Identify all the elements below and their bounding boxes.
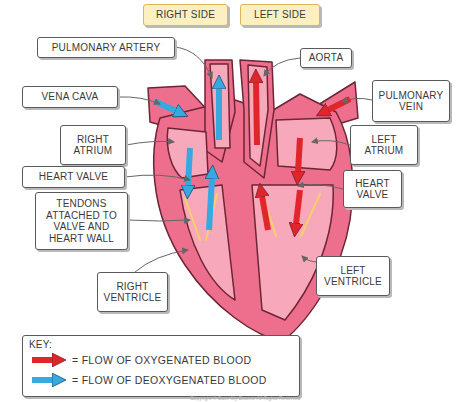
aorta-lumen xyxy=(248,65,268,166)
blood-flow-arrows xyxy=(154,82,350,230)
oxygenated-flow-arrow xyxy=(256,82,257,145)
leader-line xyxy=(312,141,350,145)
leader-line xyxy=(125,175,190,180)
part-label: LEFT ATRIUM xyxy=(354,134,414,157)
label-box: AORTA xyxy=(300,48,352,68)
part-label: HEART VALVE xyxy=(26,171,121,183)
label-box: HEART VALVE xyxy=(343,170,402,208)
oxygenated-flow-arrow xyxy=(262,196,268,230)
label-box: PULMONARY ARTERY xyxy=(37,37,175,58)
label-box: KEY: xyxy=(22,335,300,397)
legend-entry: = FLOW OF DEOXYGENATED BLOOD xyxy=(30,373,267,387)
leader-line xyxy=(175,47,212,78)
aorta-vessel xyxy=(240,60,274,178)
part-label: HEART VALVE xyxy=(347,178,398,201)
left-ventricle-chamber xyxy=(252,185,333,320)
label-box: LEFT SIDE xyxy=(240,4,320,26)
leader-lines xyxy=(118,47,372,272)
left-atrium-chamber xyxy=(276,118,337,170)
part-label: RIGHT ATRIUM xyxy=(64,134,122,157)
deoxygenated-flow-arrow xyxy=(209,178,212,230)
label-box: TENDONS ATTACHED TO VALVE AND HEART WALL xyxy=(35,192,128,250)
label-box: RIGHT SIDE xyxy=(143,4,228,26)
heart-body-group xyxy=(148,60,358,342)
leader-line xyxy=(118,97,160,104)
label-box: LEFT VENTRICLE xyxy=(316,256,390,296)
tendon-line xyxy=(262,194,276,236)
label-box: VENA CAVA xyxy=(22,86,118,108)
leader-line xyxy=(264,58,300,76)
pulmonary-artery-vessel xyxy=(205,60,235,162)
legend-arrow-line xyxy=(32,377,53,383)
part-label: KEY: xyxy=(29,339,293,351)
label-box: HEART VALVE xyxy=(22,166,125,188)
right-ventricle-chamber xyxy=(180,185,235,300)
label-box: LEFT ATRIUM xyxy=(350,125,418,165)
part-label: PULMONARY ARTERY xyxy=(41,42,171,54)
oxygenated-flow-arrow xyxy=(298,138,300,172)
part-label: RIGHT SIDE xyxy=(147,9,224,21)
leader-line xyxy=(128,220,190,221)
part-label: TENDONS ATTACHED TO VALVE AND HEART WALL xyxy=(39,198,124,244)
deoxygenated-flow-arrow xyxy=(216,88,222,140)
tendon-line xyxy=(185,198,200,240)
legend-arrow xyxy=(30,353,68,367)
label-box: PULMONARY VEIN xyxy=(372,80,450,122)
part-label: VENA CAVA xyxy=(26,91,114,103)
part-label: LEFT VENTRICLE xyxy=(320,265,386,288)
leader-line xyxy=(298,185,343,189)
oxygenated-flow-arrow xyxy=(296,190,300,224)
legend-arrow xyxy=(30,373,68,387)
part-label: RIGHT VENTRICLE xyxy=(101,281,164,304)
leader-line xyxy=(135,250,188,272)
leader-line xyxy=(126,141,174,145)
part-label: PULMONARY VEIN xyxy=(376,90,446,113)
legend-arrow-line xyxy=(32,357,53,363)
legend-text: = FLOW OF OXYGENATED BLOOD xyxy=(72,354,251,366)
legend-entry: = FLOW OF OXYGENATED BLOOD xyxy=(30,353,251,367)
tendon-line xyxy=(301,194,320,236)
label-box: RIGHT VENTRICLE xyxy=(97,272,168,312)
pulmonary-artery-lumen xyxy=(210,64,230,148)
part-label: AORTA xyxy=(304,52,348,64)
copyright-note: Copyright © Save My Exams. All Rights Re… xyxy=(190,395,300,401)
part-label: LEFT SIDE xyxy=(244,9,316,21)
label-box: RIGHT ATRIUM xyxy=(60,125,126,165)
legend-text: = FLOW OF DEOXYGENATED BLOOD xyxy=(72,374,267,386)
leader-line xyxy=(342,98,372,102)
